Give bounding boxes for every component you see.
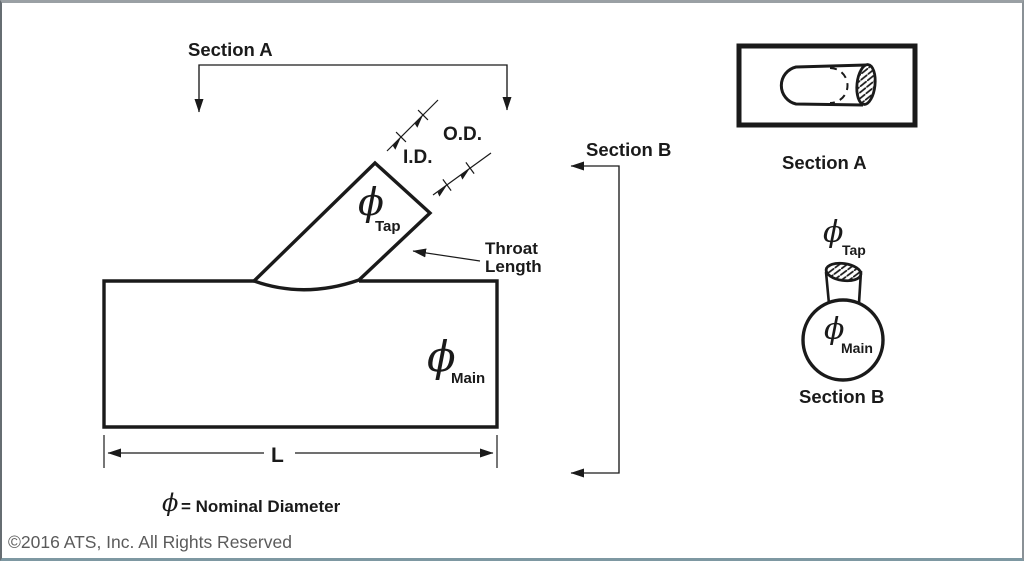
section-a-view-frame: [736, 43, 918, 128]
section-b-tap-cut-face: [824, 261, 863, 283]
section-b-tap-wall-left: [824, 271, 831, 305]
od-dimension-label: O.D.: [443, 124, 482, 145]
section-b-view-caption: Section B: [799, 386, 884, 407]
tap-diameter-symbol: ϕ: [358, 180, 384, 224]
length-dimension: [103, 435, 498, 468]
section-b-tap-symbol: ϕ: [823, 215, 843, 250]
length-dimension-label: L: [271, 444, 284, 467]
main-diameter-subscript: Main: [451, 370, 485, 387]
section-a-tap-profile: [779, 63, 867, 107]
id-dimension-label: I.D.: [403, 147, 433, 168]
legend-phi-symbol: ϕ: [162, 489, 178, 517]
section-a-bracket: [194, 64, 512, 113]
section-b-main-circle: [801, 298, 885, 382]
section-a-view-caption: Section A: [782, 152, 867, 173]
lateral-tap-diagram: Section A Section B: [8, 39, 918, 552]
tap-outline: [250, 160, 433, 292]
section-a-callout-label: Section A: [188, 39, 273, 60]
copyright-text: ©2016 ATS, Inc. All Rights Reserved: [8, 532, 292, 552]
throat-length-label-line2: Length: [485, 257, 542, 276]
main-pipe-outline: [102, 279, 499, 429]
od-id-dimension-lines: [386, 99, 492, 197]
tap-diameter-subscript: Tap: [375, 218, 401, 235]
section-a-view: Section A: [736, 43, 918, 173]
section-b-main-subscript: Main: [841, 340, 873, 356]
section-b-tap-subscript: Tap: [842, 242, 866, 258]
main-diameter-symbol: ϕ: [427, 332, 456, 381]
section-a-cut-face: [855, 63, 877, 106]
throat-length-label-line1: Throat: [485, 239, 538, 258]
section-b-callout-label: Section B: [586, 139, 671, 160]
section-b-view: ϕ Tap ϕ Main Section B: [799, 215, 885, 407]
section-b-bracket: [570, 161, 620, 478]
legend-text: = Nominal Diameter: [181, 497, 341, 516]
section-b-main-symbol: ϕ: [824, 312, 844, 347]
throat-length-leader: [412, 248, 481, 262]
section-a-hidden-arc: [829, 67, 849, 104]
